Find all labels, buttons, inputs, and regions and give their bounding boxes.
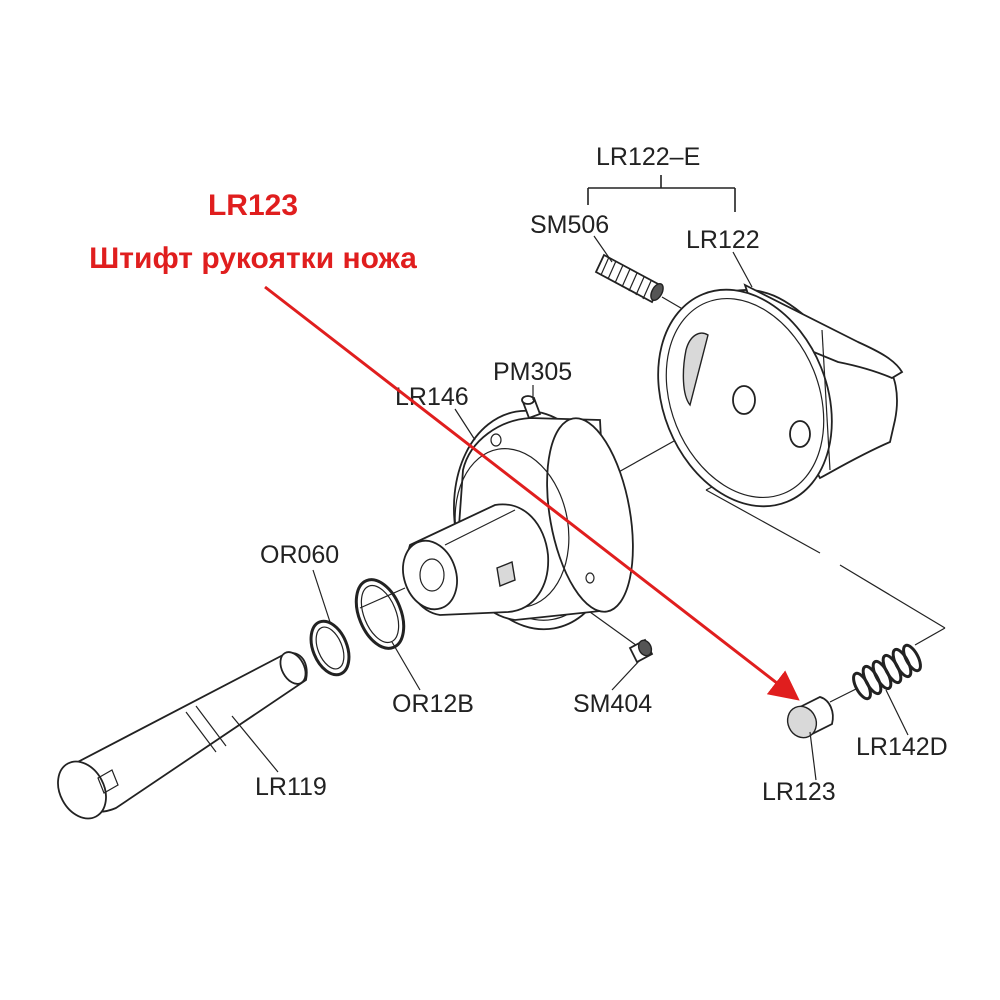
lr122-knob xyxy=(657,283,904,508)
label-sm506: SM506 xyxy=(530,211,609,239)
label-sm404: SM404 xyxy=(573,690,652,718)
label-lr122: LR122 xyxy=(686,226,760,254)
label-lr123: LR123 xyxy=(762,778,836,806)
label-lr122e: LR122–E xyxy=(596,143,700,171)
label-lr119: LR119 xyxy=(255,773,327,801)
label-lr142d: LR142D xyxy=(856,733,948,761)
lr142d-spring xyxy=(852,643,922,701)
label-pm305: PM305 xyxy=(493,358,572,386)
lr123-pin xyxy=(786,696,834,739)
lr122e-bracket xyxy=(587,175,736,212)
callout-code: LR123 xyxy=(208,189,298,222)
lr119-shaft xyxy=(57,651,308,820)
sm404-set-screw xyxy=(628,638,654,664)
label-or060: OR060 xyxy=(260,541,339,569)
sm506-spring xyxy=(594,253,687,312)
callout: LR123 Штифт рукоятки ножа xyxy=(89,189,800,701)
pm305-pin xyxy=(521,395,542,420)
or060-o-ring xyxy=(309,619,351,677)
label-or12b: OR12B xyxy=(392,690,474,718)
lr146-hub xyxy=(402,503,549,616)
or12b-o-ring xyxy=(354,578,406,650)
callout-arrow xyxy=(264,285,800,701)
callout-description: Штифт рукоятки ножа xyxy=(89,242,417,275)
leader-lines xyxy=(231,235,909,781)
